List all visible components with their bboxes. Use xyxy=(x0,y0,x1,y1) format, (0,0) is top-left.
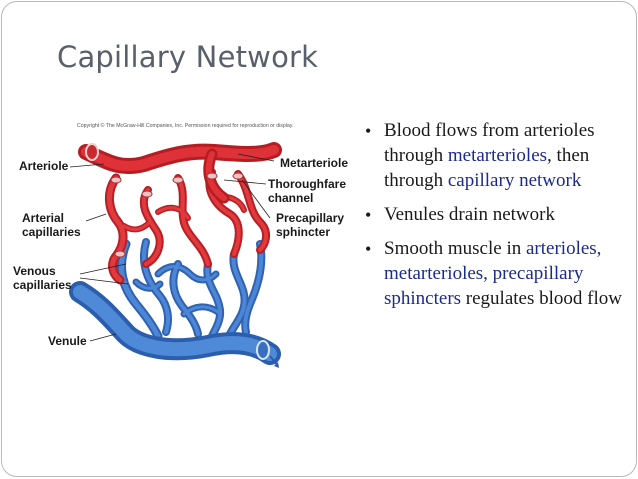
bullet-item: •Smooth muscle in arterioles, metarterio… xyxy=(365,238,622,309)
bullet-icon: • xyxy=(365,205,372,225)
label-precapillary-line1: Precapillary xyxy=(276,211,345,225)
bullet-icon: • xyxy=(365,121,372,141)
label-arterial-line2: capillaries xyxy=(22,225,81,239)
leader-lines xyxy=(69,153,275,342)
label-venule: Venule xyxy=(48,334,87,348)
bullet-icon: • xyxy=(365,239,372,259)
arterial-capillaries-vessels xyxy=(105,168,270,285)
bullet-list: •Blood flows from arterioles through met… xyxy=(364,118,636,320)
label-arterial-line1: Arterial xyxy=(22,211,65,225)
bullet-item: •Blood flows from arterioles through met… xyxy=(365,120,595,191)
label-venous-line2: capillaries xyxy=(13,278,72,292)
label-precapillary-line2: sphincter xyxy=(276,225,331,239)
slide-title: Capillary Network xyxy=(57,40,319,74)
label-arteriole: Arteriole xyxy=(19,159,69,173)
precapillary-sphincters xyxy=(110,172,244,258)
capillary-network-diagram xyxy=(8,114,354,380)
label-thoroughfare-line1: Thoroughfare xyxy=(268,177,346,191)
bullet-item: •Venules drain network xyxy=(364,202,636,227)
label-metarteriole: Metarteriole xyxy=(280,156,349,170)
label-venous-line1: Venous xyxy=(13,264,56,278)
label-thoroughfare-line2: channel xyxy=(268,191,314,205)
figure-copyright: Copyright © The McGraw-Hill Companies, I… xyxy=(77,123,294,129)
capillary-illustration xyxy=(69,142,282,368)
